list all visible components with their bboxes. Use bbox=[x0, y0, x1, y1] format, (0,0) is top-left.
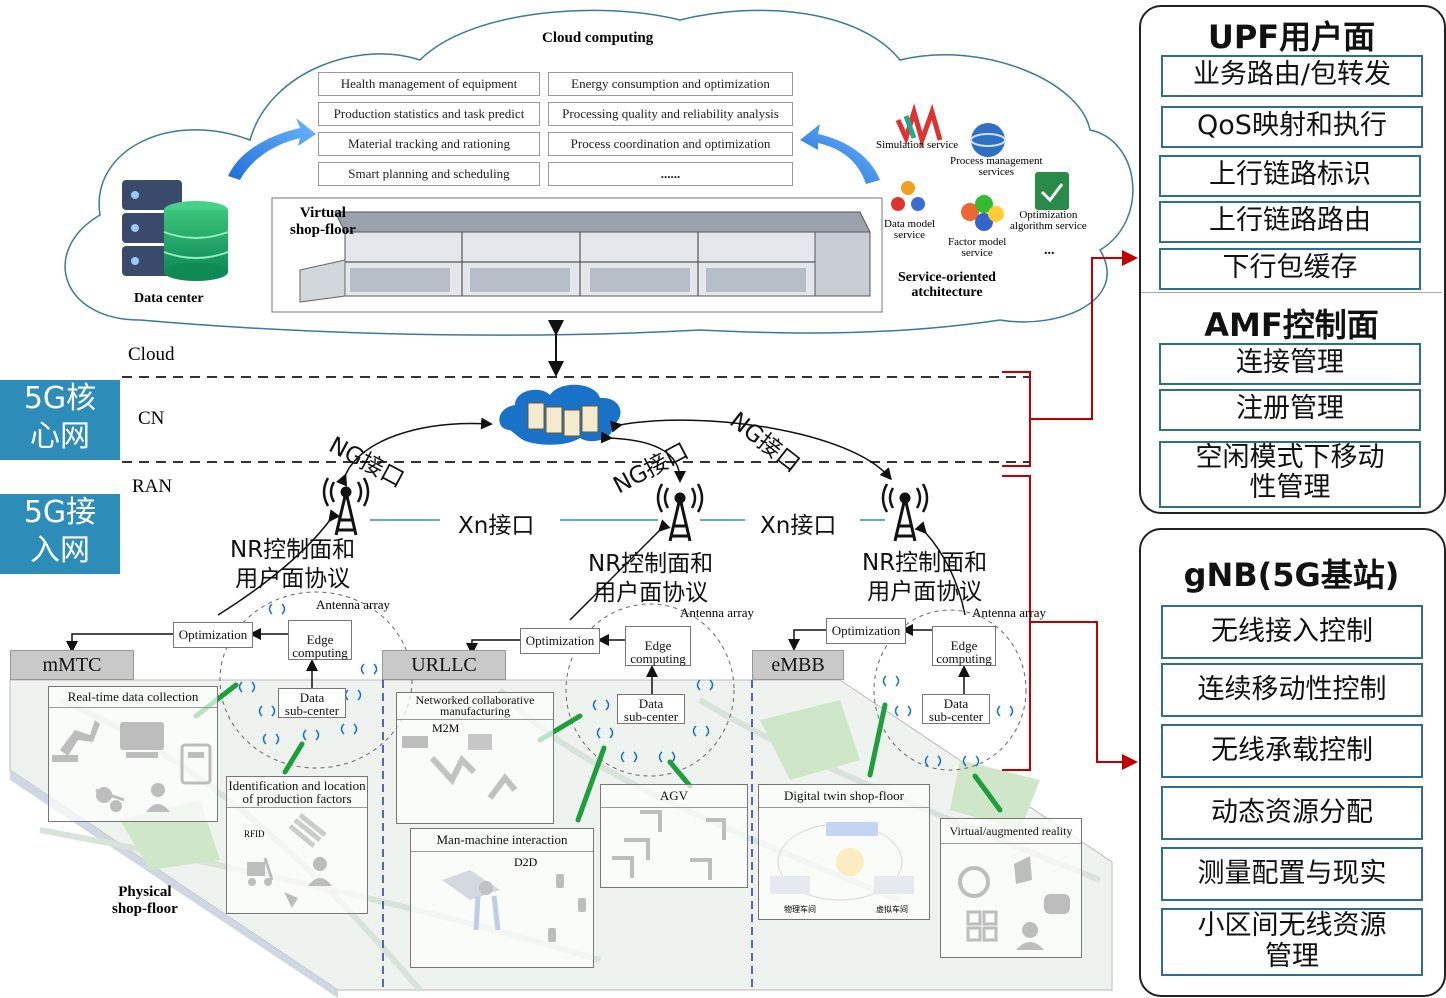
service-box-right-0: Energy consumption and optimization bbox=[548, 72, 793, 96]
upf-item-4: 下行包缓存 bbox=[1159, 248, 1421, 290]
cloud-title: Cloud computing bbox=[542, 30, 654, 46]
upf-title: UPF用户面 bbox=[1207, 18, 1376, 56]
optimization-box-left: Optimization bbox=[173, 622, 253, 648]
service-box-left-0: Health management of equipment bbox=[318, 72, 540, 96]
service-box-left-3: Smart planning and scheduling bbox=[318, 162, 540, 186]
data-center-label: Data center bbox=[134, 291, 204, 306]
soa-data-model-label: Data model service bbox=[884, 218, 936, 241]
panel-networked-manufacturing: Networked collaborative manufacturing bbox=[396, 692, 554, 824]
amf-item-0: 连接管理 bbox=[1159, 343, 1421, 385]
gnb-item-3: 动态资源分配 bbox=[1161, 786, 1423, 840]
digital-twin-title: Digital twin shop-floor bbox=[759, 785, 929, 808]
segment-mmtc: mMTC bbox=[10, 650, 134, 680]
upload-arrow-right bbox=[800, 124, 880, 184]
layer-cloud-label: Cloud bbox=[128, 344, 175, 365]
data-subcenter-box-mid: Data sub-center bbox=[617, 694, 685, 724]
soa-more-label: ... bbox=[1044, 243, 1055, 258]
man-machine-title: Man-machine interaction bbox=[411, 829, 593, 852]
xn-interface-right: Xn接口 bbox=[760, 513, 837, 539]
panel-divider bbox=[1141, 292, 1442, 293]
service-box-right-3: ...... bbox=[548, 162, 793, 186]
upf-item-2: 上行链路标识 bbox=[1159, 155, 1421, 197]
amf-item-1: 注册管理 bbox=[1159, 389, 1421, 431]
antenna-array-label-left: Antenna array bbox=[316, 597, 390, 612]
gnb-item-4: 测量配置与现实 bbox=[1161, 847, 1423, 901]
nr-protocol-left: NR控制面和 用户面协议 bbox=[230, 537, 356, 592]
m2m-label: M2M bbox=[432, 721, 460, 735]
gnb-item-2: 无线承载控制 bbox=[1161, 724, 1423, 778]
rfid-label: RFID bbox=[244, 829, 265, 839]
antenna-array-label-mid: Antenna array bbox=[680, 605, 754, 620]
digital-twin-virtual-label: 虚拟车间 bbox=[876, 905, 908, 914]
physical-shop-floor-label: Physical shop-floor bbox=[112, 884, 178, 917]
upf-item-1: QoS映射和执行 bbox=[1161, 106, 1423, 148]
soa-optimization-label: Optimization algorithm service bbox=[1010, 209, 1087, 232]
gnb-item-1: 连续移动性控制 bbox=[1161, 663, 1423, 717]
soa-title: Service-oriented atchitecture bbox=[898, 270, 996, 300]
antenna-array-label-right: Antenna array bbox=[972, 605, 1046, 620]
panel-digital-twin: Digital twin shop-floor bbox=[758, 784, 930, 920]
optimization-box-right: Optimization bbox=[826, 618, 906, 644]
amf-title: AMF控制面 bbox=[1204, 306, 1379, 344]
core-network-cloud-icon bbox=[499, 384, 621, 445]
tag-5g-access: 5G接 入网 bbox=[0, 494, 120, 574]
segment-urllc: URLLC bbox=[382, 650, 506, 680]
panel-vr-ar: Virtual/augmented reality bbox=[940, 818, 1082, 958]
gnb-title: gNB(5G基站) bbox=[1183, 556, 1400, 594]
tag-5g-core: 5G核 心网 bbox=[0, 380, 120, 460]
optimization-box-mid: Optimization bbox=[520, 628, 600, 654]
networked-manufacturing-title: Networked collaborative manufacturing bbox=[397, 693, 553, 720]
amf-item-2: 空闲模式下移动 性管理 bbox=[1159, 441, 1421, 508]
gnb-item-5: 小区间无线资源 管理 bbox=[1161, 908, 1423, 976]
xn-interface-left: Xn接口 bbox=[458, 513, 535, 539]
soa-simulation-label: Simulation service bbox=[876, 139, 959, 151]
layer-ran-label: RAN bbox=[132, 476, 173, 497]
panel-realtime-collection: Real-time data collection bbox=[48, 686, 218, 822]
virtual-shop-floor-label: Virtual shop-floor bbox=[290, 205, 356, 238]
digital-twin-physical-label: 物理车间 bbox=[784, 905, 816, 914]
gnb-item-0: 无线接入控制 bbox=[1161, 605, 1423, 659]
antenna-signal-icons bbox=[238, 603, 1014, 767]
vr-ar-title: Virtual/augmented reality bbox=[941, 819, 1081, 844]
segment-embb: eMBB bbox=[752, 650, 844, 680]
edge-computing-box-left: Edge computing bbox=[288, 620, 352, 660]
upf-item-0: 业务路由/包转发 bbox=[1161, 55, 1423, 97]
data-subcenter-box-right: Data sub-center bbox=[922, 694, 990, 724]
panel-identification: Identification and location of productio… bbox=[226, 776, 368, 914]
virtual-machine-graphic bbox=[299, 211, 871, 303]
nr-protocol-right: NR控制面和 用户面协议 bbox=[862, 550, 988, 605]
service-box-right-2: Process coordination and optimization bbox=[548, 132, 793, 156]
data-subcenter-box-left: Data sub-center bbox=[278, 688, 346, 718]
nr-protocol-mid: NR控制面和 用户面协议 bbox=[588, 551, 714, 606]
upf-item-3: 上行链路路由 bbox=[1159, 201, 1421, 243]
tower-right-icon bbox=[881, 483, 929, 542]
edge-computing-box-mid: Edge computing bbox=[625, 626, 691, 666]
identification-title: Identification and location of productio… bbox=[227, 778, 367, 808]
agv-title: AGV bbox=[601, 785, 747, 808]
soa-factor-model-label: Factor model service bbox=[948, 236, 1007, 259]
panel-agv: AGV bbox=[600, 784, 748, 888]
service-box-right-1: Processing quality and reliability analy… bbox=[548, 102, 793, 126]
soa-icons bbox=[891, 103, 1069, 231]
tower-left-icon bbox=[322, 477, 370, 536]
service-box-left-2: Material tracking and rationing bbox=[318, 132, 540, 156]
soa-process-label: Process management services bbox=[950, 155, 1043, 178]
tower-mid-icon bbox=[656, 483, 704, 542]
d2d-label: D2D bbox=[514, 855, 538, 869]
realtime-collection-title: Real-time data collection bbox=[49, 687, 217, 708]
edge-computing-box-right: Edge computing bbox=[932, 626, 996, 666]
database-icon bbox=[122, 180, 229, 281]
layer-cn-label: CN bbox=[138, 408, 165, 429]
service-box-left-1: Production statistics and task predict bbox=[318, 102, 540, 126]
panel-man-machine: Man-machine interaction bbox=[410, 828, 594, 968]
upload-arrow-left bbox=[228, 118, 316, 180]
